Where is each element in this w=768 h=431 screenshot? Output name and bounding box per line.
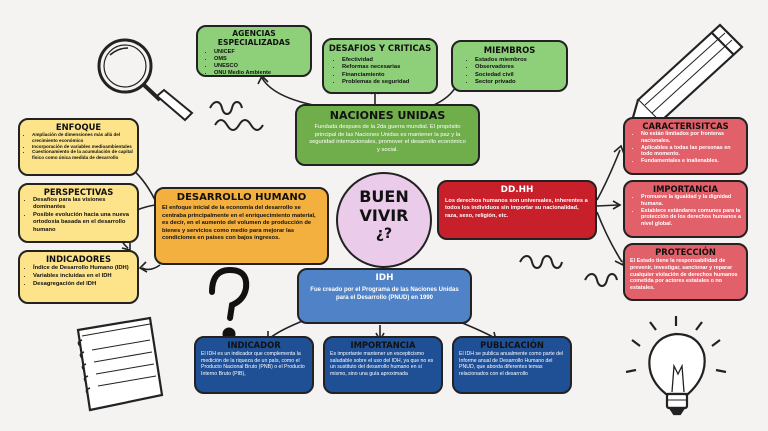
ddhh-text: Los derechos humanos son universales, in… [445, 198, 588, 219]
enfoque-box: ENFOQUE Ampliación de dimensiones más al… [18, 118, 139, 176]
miembros-list: Estados miembros Observadores Sociedad c… [453, 57, 566, 87]
caracteristicas-box: CARACTERISITCAS No están limitados por f… [623, 117, 748, 175]
center-line3: ¿? [375, 226, 393, 242]
importancia-dh-list: Promueve la igualdad y la dignidad human… [625, 194, 746, 228]
list-item: Promueve la igualdad y la dignidad human… [641, 194, 742, 208]
caracteristicas-list: No están limitados por fronteras naciona… [625, 131, 746, 165]
miembros-title: MIEMBROS [483, 45, 536, 55]
proteccion-text: El Estado tiene la responsabilidad de pr… [630, 258, 738, 292]
center-line1: BUEN [359, 187, 409, 206]
ddhh-box: DD.HH Los derechos humanos son universal… [437, 180, 597, 240]
publicacion-box: PUBLICACIÓN El IDH se publica anualmente… [452, 336, 572, 394]
naciones-box: NACIONES UNIDAS Fundada despues de la 2d… [295, 104, 480, 166]
list-item: Desagregación del IDH [33, 280, 133, 288]
list-item: Desafíos para las visiones dominantes [33, 197, 133, 212]
list-item: Reformas necesarias [342, 64, 436, 71]
publicacion-title: PUBLICACIÓN [480, 340, 544, 350]
question-mark-icon [209, 266, 250, 341]
indicador-title: INDICADOR [227, 340, 281, 350]
list-item: Estados miembros [475, 57, 566, 64]
list-item: Índice de Desarrollo Humano (IDH) [33, 264, 133, 272]
indicadores-title: INDICADORES [45, 254, 112, 264]
list-item: Cuestionamiento de la acumulación de cap… [32, 149, 133, 161]
lightbulb-icon [625, 316, 727, 416]
desafios-box: DESAFIOS Y CRITICAS Efectividad Reformas… [322, 38, 438, 94]
idh-text: Fue creado por el Programa de las Nacion… [310, 287, 459, 301]
list-item: Incorporación de variables medioambienta… [32, 144, 133, 150]
list-item: Financiamiento [342, 72, 436, 79]
list-item: ONU Medio Ambiente [214, 70, 310, 75]
caracteristicas-title: CARACTERISITCAS [642, 121, 729, 131]
spring-decoration [209, 101, 618, 287]
list-item: Sociedad civil [475, 72, 566, 79]
list-item: Posible evolución hacia una nueva ortodo… [33, 212, 133, 234]
importancia-dh-box: IMPORTANCIA Promueve la igualdad y la di… [623, 180, 748, 238]
list-item: Problemas de seguridad [342, 79, 436, 86]
importancia-idh-text: Es importante mantener un escepticismo s… [330, 351, 434, 377]
enfoque-list: Ampliación de dimensiones más allá del c… [20, 132, 137, 161]
importancia-idh-box: IMPORTANCIA Es importante mantener un es… [323, 336, 443, 394]
list-item: UNICEF [214, 49, 310, 56]
importancia-dh-title: IMPORTANCIA [652, 184, 719, 194]
idh-box: IDH Fue creado por el Programa de las Na… [297, 268, 472, 324]
list-item: Ampliación de dimensiones más allá del c… [32, 132, 133, 144]
proteccion-title: PROTECCIÓN [655, 247, 716, 257]
list-item: Efectividad [342, 57, 436, 64]
list-item: OMS [214, 56, 310, 63]
buen-vivir-center: BUEN VIVIR ¿? [336, 172, 432, 268]
magnifier-icon [97, 38, 194, 122]
desafios-title: DESAFIOS Y CRITICAS [328, 43, 432, 53]
desafios-list: Efectividad Reformas necesarias Financia… [324, 57, 436, 87]
publicacion-text: El IDH se publica anualmente como parte … [459, 351, 564, 377]
agencias-title: AGENCIAS ESPECIALIZADAS [217, 29, 291, 47]
desarrollo-box: DESARROLLO HUMANO El enfoque inicial de … [154, 187, 329, 265]
ddhh-title: DD.HH [500, 185, 534, 195]
naciones-text: Fundada despues de la 2da guerra mundial… [309, 124, 466, 153]
agencias-box: AGENCIAS ESPECIALIZADAS UNICEF OMS UNESC… [196, 25, 312, 77]
list-item: Establece estándares comunes para la pro… [641, 208, 742, 228]
agencias-list: UNICEF OMS UNESCO ONU Medio Ambiente [198, 49, 310, 75]
pencil-icon [628, 23, 744, 130]
notebook-icon [76, 316, 164, 412]
list-item: Sector privado [475, 79, 566, 86]
list-item: No están limitados por fronteras naciona… [641, 131, 742, 145]
desarrollo-title: DESARROLLO HUMANO [176, 192, 307, 203]
enfoque-title: ENFOQUE [55, 122, 102, 132]
perspectivas-list: Desafíos para las visiones dominantes Po… [20, 197, 137, 234]
proteccion-box: PROTECCIÓN El Estado tiene la responsabi… [623, 243, 748, 301]
list-item: Aplicables a todas las personas en todo … [641, 145, 742, 159]
list-item: Fundamentales e inalienables. [641, 158, 742, 165]
indicador-text: El IDH es un indicador que complementa l… [201, 351, 305, 377]
idh-title: IDH [375, 273, 394, 283]
indicadores-list: Índice de Desarrollo Humano (IDH) Variab… [20, 264, 137, 289]
desarrollo-text: El enfoque inicial de la economía del de… [162, 205, 316, 242]
perspectivas-box: PERSPECTIVAS Desafíos para las visiones … [18, 183, 139, 243]
list-item: UNESCO [214, 63, 310, 70]
indicadores-box: INDICADORES Índice de Desarrollo Humano … [18, 250, 139, 304]
list-item: Observadores [475, 64, 566, 71]
indicador-box: INDICADOR El IDH es un indicador que com… [194, 336, 314, 394]
importancia-idh-title: IMPORTANCIA [350, 340, 416, 350]
list-item: Variables incluidas en el IDH [33, 272, 133, 280]
center-line2: VIVIR [359, 206, 409, 225]
miembros-box: MIEMBROS Estados miembros Observadores S… [451, 40, 568, 92]
perspectivas-title: PERSPECTIVAS [43, 187, 114, 197]
naciones-title: NACIONES UNIDAS [329, 109, 446, 122]
